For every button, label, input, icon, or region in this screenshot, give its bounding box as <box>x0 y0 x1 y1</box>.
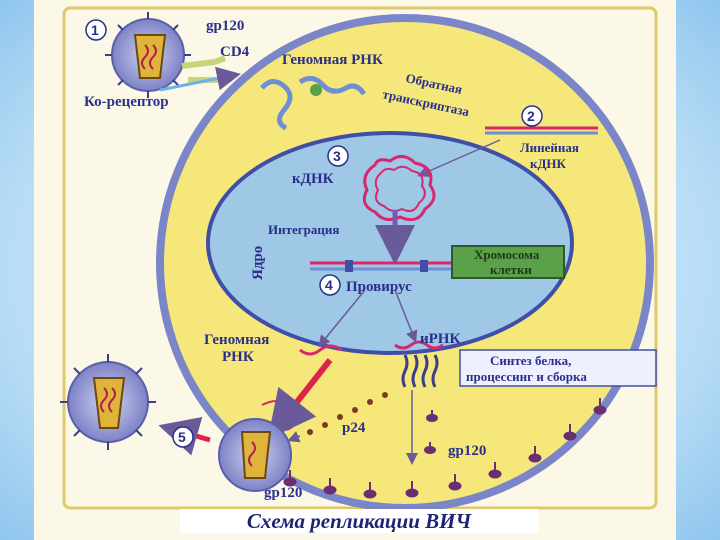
virus-budding <box>218 418 292 492</box>
linear-cdna <box>485 126 598 135</box>
step-2: 2 <box>527 108 535 124</box>
virus-released <box>60 354 156 450</box>
gp120-proteins <box>424 410 438 454</box>
label-nucleus: Ядро <box>250 246 266 280</box>
label-linear-cdna-1: Линейная <box>520 140 579 155</box>
virus-entering <box>105 12 191 98</box>
label-cell-chromosome-1: Хромосома <box>474 247 540 262</box>
label-genomic-rna-bottom-1: Геномная <box>204 332 269 348</box>
label-p24: p24 <box>342 420 366 436</box>
label-gp120-top: gp120 <box>206 18 244 34</box>
ribosomes <box>401 354 439 388</box>
arrow-provirus-to-rna <box>318 289 366 348</box>
label-provirus: Провирус <box>346 279 412 295</box>
p24-particles <box>307 392 388 435</box>
cdna-loop <box>362 155 436 222</box>
label-integration: Интеграция <box>268 222 339 237</box>
label-cell-chromosome-2: клетки <box>490 262 532 277</box>
label-protein-synthesis-1: Синтез белка, <box>490 353 571 368</box>
mrna-strand <box>394 340 444 350</box>
step-markers <box>85 19 543 448</box>
label-mrna: иРНК <box>420 331 460 347</box>
cell-chromosome-box <box>451 245 565 279</box>
label-gp120-bottom: gp120 <box>264 485 302 501</box>
label-cdna: кДНК <box>292 171 334 187</box>
label-genomic-rna-bottom-2: РНК <box>222 349 254 365</box>
arrow-cdna-to-nucleus <box>417 139 501 177</box>
label-linear-cdna-2: кДНК <box>530 156 567 171</box>
cd4-receptor <box>159 55 241 92</box>
step-4: 4 <box>325 277 333 293</box>
label-protein-synthesis-2: процессинг и сборка <box>466 369 587 384</box>
step-5: 5 <box>178 429 186 445</box>
step-3: 3 <box>333 148 341 164</box>
protein-synthesis-box <box>459 349 657 387</box>
label-co-receptor: Ко-рецептор <box>84 94 169 110</box>
label-gp120-right: gp120 <box>448 443 486 459</box>
label-genomic-rna-top: Геномная РНК <box>282 52 383 68</box>
step-1: 1 <box>91 22 99 38</box>
caption-box <box>180 509 538 533</box>
membrane-receptors <box>283 398 607 499</box>
arrow-to-budding <box>267 358 333 440</box>
label-cd4: CD4 <box>220 44 250 60</box>
caption-text: Схема репликации ВИЧ <box>247 509 473 533</box>
arrow-provirus-to-mrna <box>394 289 418 343</box>
genomic-rna-top <box>260 76 367 131</box>
nucleus-shape <box>206 131 574 355</box>
provirus-dna <box>310 260 455 272</box>
genomic-rna-bottom <box>299 344 343 356</box>
